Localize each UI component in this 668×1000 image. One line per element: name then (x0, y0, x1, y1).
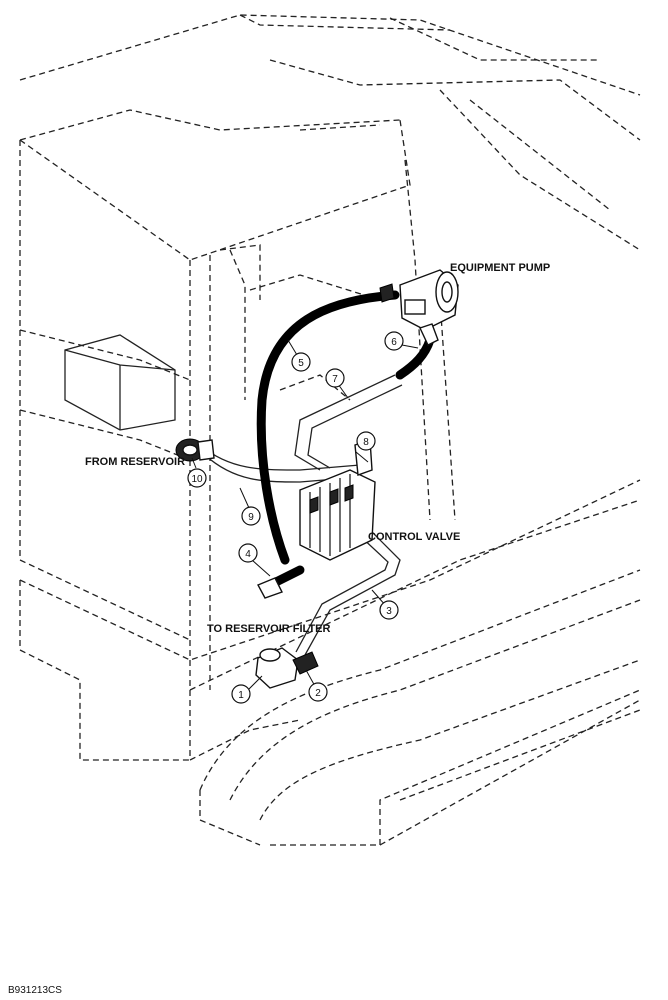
control-valve-label: CONTROL VALVE (368, 531, 460, 543)
svg-text:2: 2 (315, 688, 321, 699)
from-reservoir-label: FROM RESERVOIR (85, 456, 185, 468)
callout-3: 3 (379, 600, 399, 620)
callout-4: 4 (238, 543, 258, 563)
callout-5: 5 (291, 352, 311, 372)
svg-text:6: 6 (391, 337, 397, 348)
reservoir-filter-fittings (255, 647, 319, 689)
figure-number: B931213CS (8, 985, 62, 996)
svg-text:3: 3 (386, 606, 392, 617)
equipment-pump-label: EQUIPMENT PUMP (450, 262, 550, 274)
callout-10: 10 (187, 468, 207, 488)
svg-text:8: 8 (363, 437, 369, 448)
svg-text:7: 7 (332, 374, 338, 385)
svg-text:1: 1 (238, 690, 244, 701)
svg-text:5: 5 (298, 358, 304, 369)
svg-text:9: 9 (248, 512, 254, 523)
svg-text:10: 10 (191, 474, 203, 485)
machine-frame (19, 14, 641, 846)
equipment-pump (379, 269, 459, 346)
callout-8: 8 (356, 431, 376, 451)
hose-4-end (257, 577, 283, 599)
callout-1: 1 (231, 684, 251, 704)
callout-7: 7 (325, 368, 345, 388)
callout-2: 2 (308, 682, 328, 702)
callout-9: 9 (241, 506, 261, 526)
svg-text:4: 4 (245, 549, 251, 560)
callout-6: 6 (384, 331, 404, 351)
to-reservoir-filter-label: TO RESERVOIR FILTER (207, 623, 331, 635)
reservoir-fitting (175, 438, 215, 462)
